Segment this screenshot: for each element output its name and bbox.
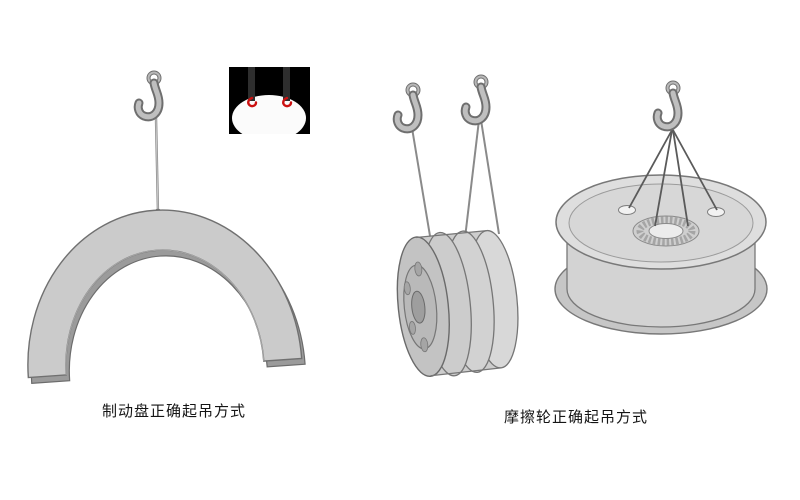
crane-hook-icon [657,83,678,127]
wheel-bottom-edge [430,367,502,377]
lifting-rope-highlight [155,117,159,215]
caption-friction-wheel: 摩擦轮正确起吊方式 [504,409,649,426]
lifting-rope [411,127,432,243]
friction-wheel-figure [554,83,768,335]
wheel-bolt-hole [403,281,411,296]
grip-clamp-red-mark-right [282,96,293,108]
drum-sling-hole-left [618,205,636,215]
wheel-rim [396,229,519,378]
wheel-bolt-hole [414,261,423,277]
inset-grip-bar-left [248,67,255,101]
wheel-rim-figure [391,77,519,378]
sling-rope [628,129,673,209]
drum-center-hole [648,223,684,239]
brake-disc-inner-edge [65,249,265,375]
crane-hook-icon [138,73,159,117]
lifting-rope [464,119,480,239]
wheel-bolt-hole [408,321,416,335]
lifting-rope [480,119,500,235]
friction-wheel-drum [554,174,768,335]
drum-center-ring-knurl [636,216,696,246]
brake-disc-figure [27,67,310,384]
caption-brake-disc: 制动盘正确起吊方式 [102,403,247,420]
crane-hook-icon [397,85,418,129]
sling-rope [672,129,718,211]
inset-disc-section [232,95,306,134]
inset-grip-bar-right [283,67,290,101]
brake-disc-arc [27,209,306,384]
sling-rope [672,129,689,227]
grip-detail-inset [229,67,310,134]
grip-clamp-red-mark-left [247,96,258,108]
lifting-diagram [27,67,768,384]
sling-rope [654,129,673,227]
brake-disc-arc-face [27,209,303,379]
crane-hook-icon [465,77,486,121]
wheel-center-hole [411,290,426,324]
wheel-bolt-hole [420,337,429,353]
wheel-top-edge [415,230,487,239]
